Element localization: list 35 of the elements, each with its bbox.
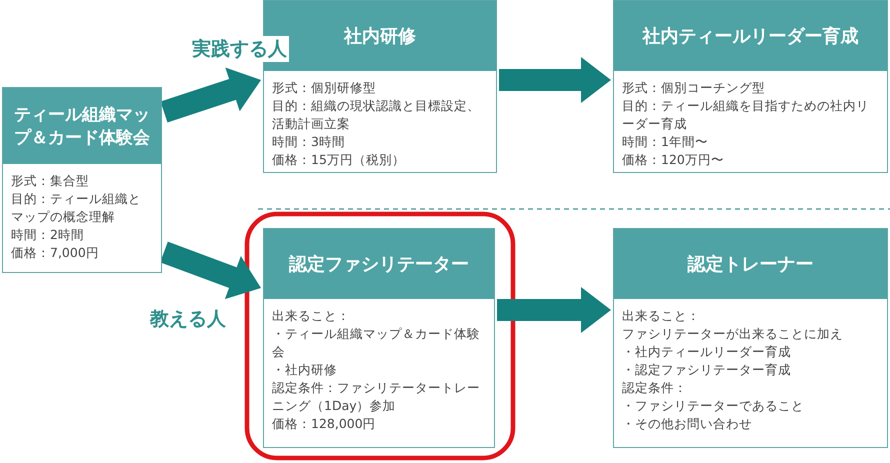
edge-label: 実践する人 [190,36,289,62]
card-title: 社内ティールリーダー育成 [614,1,887,71]
card-text: ・その他お問い合わせ [622,415,753,433]
card-text: 出来ること： [272,307,351,325]
card-text: 出来ること： [622,307,701,325]
card-text: ・ティール組織マップ＆カード体験会 [272,325,481,361]
card-text: 形式：集合型 [11,172,90,190]
card-text: 形式：個別研修型 [272,79,377,97]
card-text: 目的：ティール組織とマップの概念理解 [11,190,142,226]
card-text: 時間：2時間 [11,226,85,244]
info-card [263,228,495,448]
card-title: 認定トレーナー [614,229,887,299]
card-text: 時間：1年間〜 [622,133,709,151]
card-text: 認定条件： [622,379,688,397]
card-text: 価格：128,000円 [272,415,377,433]
card-text: 目的：ティール組織を目指すための社内リーダー育成 [622,97,870,133]
card-text: ・ファシリテーターであること [622,397,805,415]
card-text: 価格：7,000円 [11,244,100,262]
card-title: 認定ファシリテーター [264,229,494,299]
arrow [497,287,611,333]
info-card [2,87,162,273]
card-text: ・認定ファシリテーター育成 [622,361,792,379]
card-text: 時間：3時間 [272,133,346,151]
card-text: 形式：個別コーチング型 [622,79,766,97]
card-text: 認定条件：ファシリテータートレーニング（1Day）参加 [272,379,481,415]
info-card [613,228,888,448]
info-card [613,0,888,173]
card-title: ティール組織マップ＆カード体験会 [3,88,161,164]
card-text: 目的：組織の現状認識と目標設定、活動計画立案 [272,97,481,133]
card-text: 価格：15万円（税別） [272,151,406,169]
card-text: ・社内研修 [272,361,338,379]
card-text: ファシリテーターが出来ることに加え [622,325,844,343]
card-text: 価格：120万円〜 [622,151,725,169]
card-text: ・社内ティールリーダー育成 [622,343,792,361]
arrow [499,57,611,103]
